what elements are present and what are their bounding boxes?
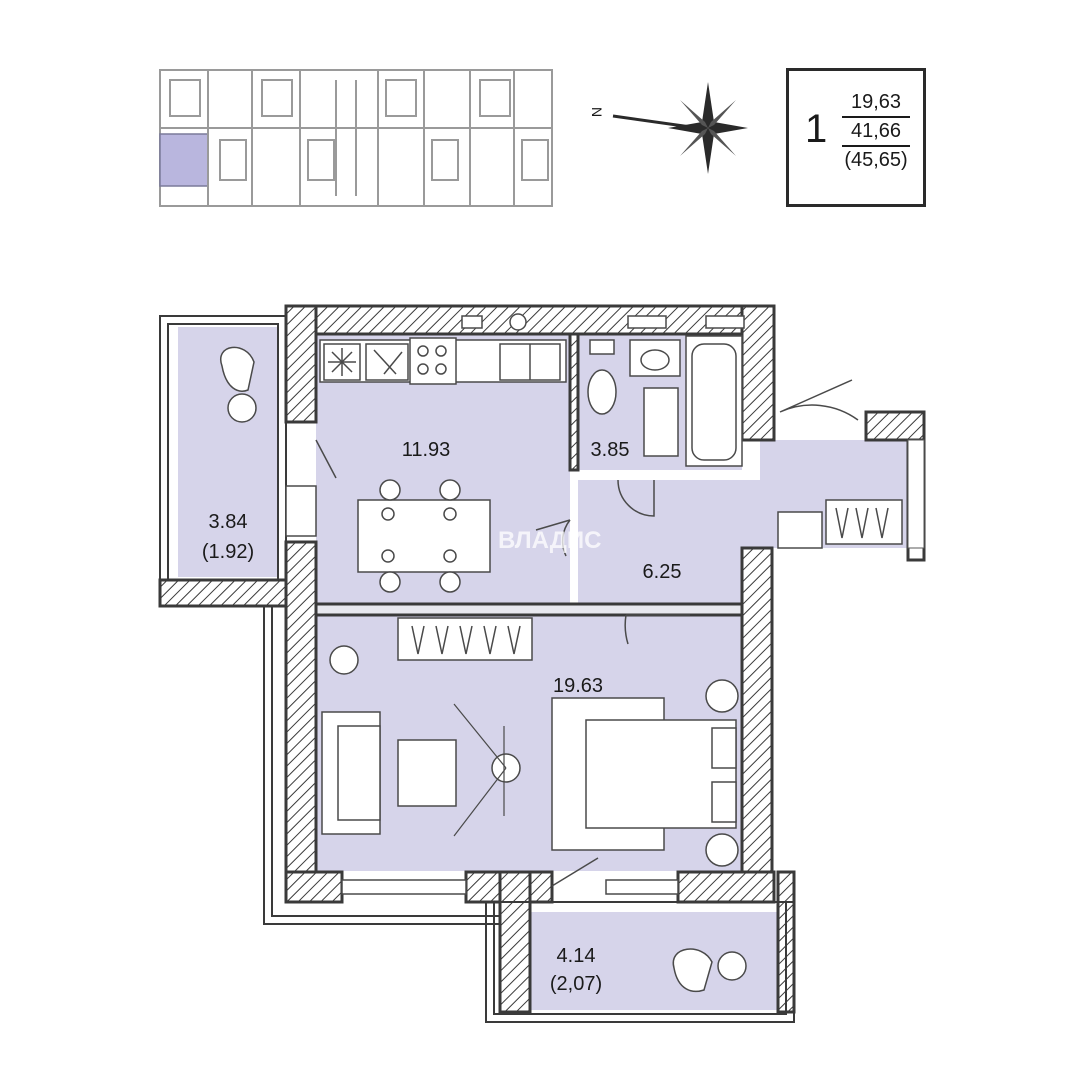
- stove-icon: [409, 337, 457, 385]
- toilet-icon: [587, 369, 617, 415]
- balcony-furniture: [219, 346, 747, 993]
- total-area: 41,66: [850, 120, 902, 142]
- rooms-count: 1: [805, 107, 828, 151]
- cutlery-icon: [365, 343, 409, 381]
- window-marks: [461, 313, 745, 331]
- balcony-bottom-reduced-label: (2,07): [550, 973, 602, 995]
- highlighted-apartment: [159, 133, 209, 187]
- hall-area-label: 6.25: [643, 561, 682, 583]
- building-key-plan: [159, 69, 553, 207]
- doors: [315, 379, 859, 887]
- entrance-tiles: [907, 439, 925, 549]
- chair-icon: [672, 948, 713, 993]
- windows: [285, 485, 679, 895]
- total-area-with-balcony: (45,65): [844, 149, 908, 171]
- balcony-frames: [159, 315, 795, 1023]
- bedroom-area-label: 19.63: [553, 675, 603, 697]
- coffee-table-icon: [397, 739, 457, 807]
- fraction-line: [842, 145, 910, 147]
- wardrobe-icon: [825, 499, 903, 545]
- dining-table: [357, 479, 491, 593]
- bed-icon: [585, 719, 737, 829]
- hall: [578, 440, 908, 604]
- balcony-bottom-area-label: 4.14: [557, 945, 596, 967]
- nightstand-icon: [705, 679, 739, 713]
- living-area: 19,63: [850, 91, 902, 113]
- balcony-left-reduced-label: (1.92): [202, 541, 254, 563]
- compass-rose-icon: [612, 82, 748, 174]
- chair-icon: [219, 346, 255, 392]
- hall-furniture: [777, 499, 903, 549]
- watermark: ВЛАДИС: [498, 527, 601, 554]
- wardrobe-icon: [397, 617, 533, 661]
- small-table-icon: [717, 951, 747, 981]
- nightstand-icon: [705, 833, 739, 867]
- bedroom-furniture: [321, 617, 739, 867]
- bathroom-area-label: 3.85: [591, 439, 630, 461]
- balcony-left-area-label: 3.84: [209, 511, 248, 533]
- apartment-summary-box: 1 19,63 41,66 (45,65): [786, 68, 926, 207]
- bathroom-fixtures: [587, 335, 743, 467]
- fraction-line: [842, 116, 910, 118]
- small-table-icon: [227, 393, 257, 423]
- kitchen-counter: [319, 337, 567, 385]
- kitchen-area-label: 11.93: [402, 439, 451, 461]
- armchair-icon: [329, 645, 359, 675]
